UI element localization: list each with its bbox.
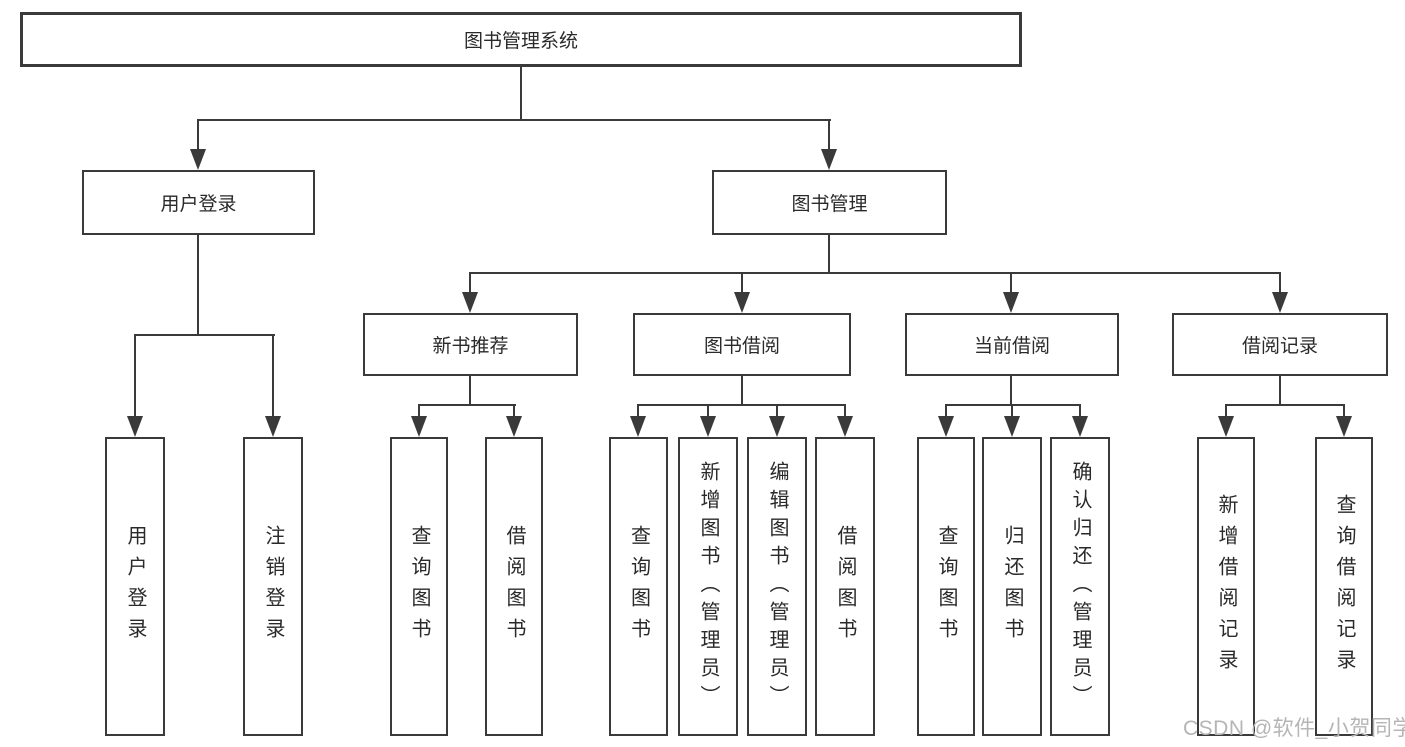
connector-line	[134, 334, 136, 418]
connector-line	[828, 119, 830, 152]
connector-line	[776, 404, 778, 418]
connector-line	[418, 404, 420, 418]
connector-line	[197, 119, 199, 152]
connector-arrowhead	[462, 292, 478, 313]
connector-arrowhead	[938, 416, 954, 437]
connector-line	[469, 376, 471, 406]
leaf-borrowing-edit-books-admin: 编辑图书（管理员）	[747, 437, 807, 736]
node-current-borrowing-label: 当前借阅	[973, 336, 1050, 357]
connector-line	[1010, 272, 1012, 294]
leaf-current-query-books: 查询图书	[917, 437, 975, 736]
connector-arrowhead	[265, 416, 281, 437]
connector-line	[272, 334, 274, 418]
leaf-user-login-label: 用户登录	[124, 524, 146, 649]
connector-arrowhead	[700, 416, 716, 437]
leaf-user-login: 用户登录	[105, 437, 165, 736]
connector-line	[1079, 404, 1081, 418]
leaf-records-query-record-label: 查询借阅记录	[1333, 493, 1355, 680]
node-user-login-label: 用户登录	[160, 194, 237, 215]
leaf-current-return-books: 归还图书	[982, 437, 1042, 736]
connector-line	[945, 404, 1081, 406]
connector-arrowhead	[821, 149, 837, 170]
node-user-login: 用户登录	[82, 170, 315, 235]
connector-line	[637, 404, 639, 418]
connector-line	[1225, 404, 1345, 406]
connector-arrowhead	[1072, 416, 1088, 437]
connector-line	[513, 404, 515, 418]
connector-line	[945, 404, 947, 418]
leaf-borrowing-query-books: 查询图书	[609, 437, 668, 736]
leaf-borrowing-add-books-admin-label: 新增图书（管理员）	[697, 460, 719, 713]
leaf-borrowing-borrow-books: 借阅图书	[815, 437, 875, 736]
connector-arrowhead	[837, 416, 853, 437]
connector-line	[469, 272, 471, 294]
connector-line	[1279, 272, 1281, 294]
connector-arrowhead	[127, 416, 143, 437]
connector-arrowhead	[1272, 292, 1288, 313]
connector-line	[828, 235, 830, 273]
connector-line	[197, 235, 199, 336]
connector-arrowhead	[190, 149, 206, 170]
node-current-borrowing: 当前借阅	[905, 313, 1119, 376]
connector-line	[1343, 404, 1345, 418]
connector-line	[1011, 404, 1013, 418]
connector-arrowhead	[506, 416, 522, 437]
node-borrowing-records-label: 借阅记录	[1241, 336, 1318, 357]
connector-line	[844, 404, 846, 418]
leaf-logout: 注销登录	[243, 437, 303, 736]
connector-arrowhead	[1336, 416, 1352, 437]
connector-arrowhead	[769, 416, 785, 437]
leaf-current-confirm-return-admin: 确认归还（管理员）	[1050, 437, 1110, 736]
connector-line	[1225, 404, 1227, 418]
node-book-management-label: 图书管理	[791, 194, 868, 215]
connector-arrowhead	[1218, 416, 1234, 437]
leaf-records-add-record-label: 新增借阅记录	[1215, 493, 1237, 680]
connector-line	[520, 67, 522, 120]
leaf-current-confirm-return-admin-label: 确认归还（管理员）	[1069, 460, 1091, 713]
connector-arrowhead	[630, 416, 646, 437]
connector-line	[134, 334, 275, 336]
node-book-management: 图书管理	[712, 170, 947, 235]
leaf-newbooks-borrow-books: 借阅图书	[485, 437, 543, 736]
node-new-book-recommend-label: 新书推荐	[432, 336, 509, 357]
watermark: CSDN @软件_小贺同学	[1183, 717, 1405, 740]
leaf-records-query-record: 查询借阅记录	[1315, 437, 1373, 736]
connector-line	[1010, 376, 1012, 406]
leaf-borrowing-borrow-books-label: 借阅图书	[834, 524, 856, 649]
leaf-newbooks-borrow-books-label: 借阅图书	[503, 524, 525, 649]
leaf-borrowing-query-books-label: 查询图书	[627, 524, 650, 649]
node-library-system: 图书管理系统	[20, 12, 1022, 67]
connector-line	[469, 272, 1280, 274]
leaf-logout-label: 注销登录	[262, 524, 284, 649]
node-book-borrowing: 图书借阅	[633, 313, 851, 376]
node-library-system-label: 图书管理系统	[463, 31, 578, 52]
connector-arrowhead	[1004, 416, 1020, 437]
connector-line	[197, 119, 831, 121]
connector-line	[418, 404, 516, 406]
leaf-newbooks-query-books: 查询图书	[390, 437, 448, 736]
connector-line	[741, 376, 743, 406]
connector-arrowhead	[411, 416, 427, 437]
connector-arrowhead	[734, 292, 750, 313]
connector-line	[1279, 376, 1281, 406]
node-borrowing-records: 借阅记录	[1172, 313, 1388, 376]
leaf-current-query-books-label: 查询图书	[935, 524, 957, 649]
node-book-borrowing-label: 图书借阅	[703, 336, 780, 357]
connector-line	[707, 404, 709, 418]
node-new-book-recommend: 新书推荐	[363, 313, 578, 376]
leaf-borrowing-edit-books-admin-label: 编辑图书（管理员）	[766, 460, 788, 713]
connector-line	[741, 272, 743, 294]
leaf-borrowing-add-books-admin: 新增图书（管理员）	[678, 437, 738, 736]
leaf-records-add-record: 新增借阅记录	[1197, 437, 1255, 736]
leaf-newbooks-query-books-label: 查询图书	[408, 524, 430, 649]
connector-line	[637, 404, 845, 406]
connector-arrowhead	[1003, 292, 1019, 313]
leaf-current-return-books-label: 归还图书	[1001, 524, 1023, 649]
